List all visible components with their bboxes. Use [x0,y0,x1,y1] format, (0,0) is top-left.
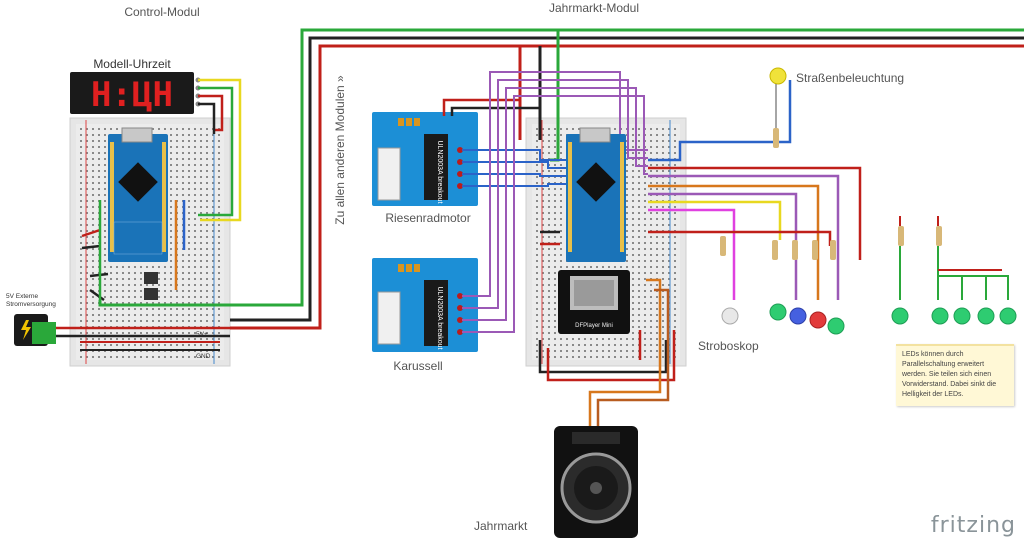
power-label-1: 5V Externe [6,293,39,300]
v5-label: 5V+ [196,331,208,338]
power-label-2: Stromversorgung [6,301,56,308]
modell-uhrzeit-label: Modell-Uhrzeit [93,57,171,71]
buttons [144,272,158,300]
clock-wires [198,78,242,222]
control-modul-label: Control-Modul [124,5,199,19]
svg-text:ULN2003A breakout: ULN2003A breakout [436,286,443,349]
driver-riesenrad: ULN2003A breakout [372,112,478,206]
svg-text:ULN2003A breakout: ULN2003A breakout [436,140,443,203]
speaker [554,426,638,538]
bottom-wires [538,278,676,430]
zu-allen-label: Zu allen anderen Modulen » [333,75,347,225]
riesenradmotor-label: Riesenradmotor [385,211,470,225]
leds-row [721,303,1017,335]
strassenbeleuchtung-label: Straßenbeleuchtung [796,71,904,85]
fritzing-logo: fritzing [931,513,1016,538]
gnd-label: GND [196,353,211,360]
dfplayer: DFPlayer Mini [558,270,630,334]
arduino-nano-jahrmarkt [566,127,626,262]
karussell-label: Karussell [393,359,442,373]
parallel-led-wires [899,216,1009,300]
jahrmarkt-label: Jahrmarkt [474,519,528,533]
control-jumpers [81,200,186,305]
led-street [769,67,787,128]
clock-digits: H:ЦН [91,75,173,115]
driver-karussell: ULN2003A breakout [372,258,478,352]
jahrmarkt-modul-label: Jahrmarkt-Modul [549,1,639,15]
clock-display: H:ЦН [70,72,201,115]
stroboskop-label: Stroboskop [698,339,759,353]
resistors [720,128,942,260]
led-wires [540,80,862,300]
info-note: LEDs können durch Parallelschaltung erwe… [896,344,1014,406]
power-jack [14,314,56,346]
arduino-nano-control [108,127,168,262]
lightning-icon [21,320,31,340]
power-wires [56,326,230,351]
svg-text:DFPlayer Mini: DFPlayer Mini [575,323,613,329]
